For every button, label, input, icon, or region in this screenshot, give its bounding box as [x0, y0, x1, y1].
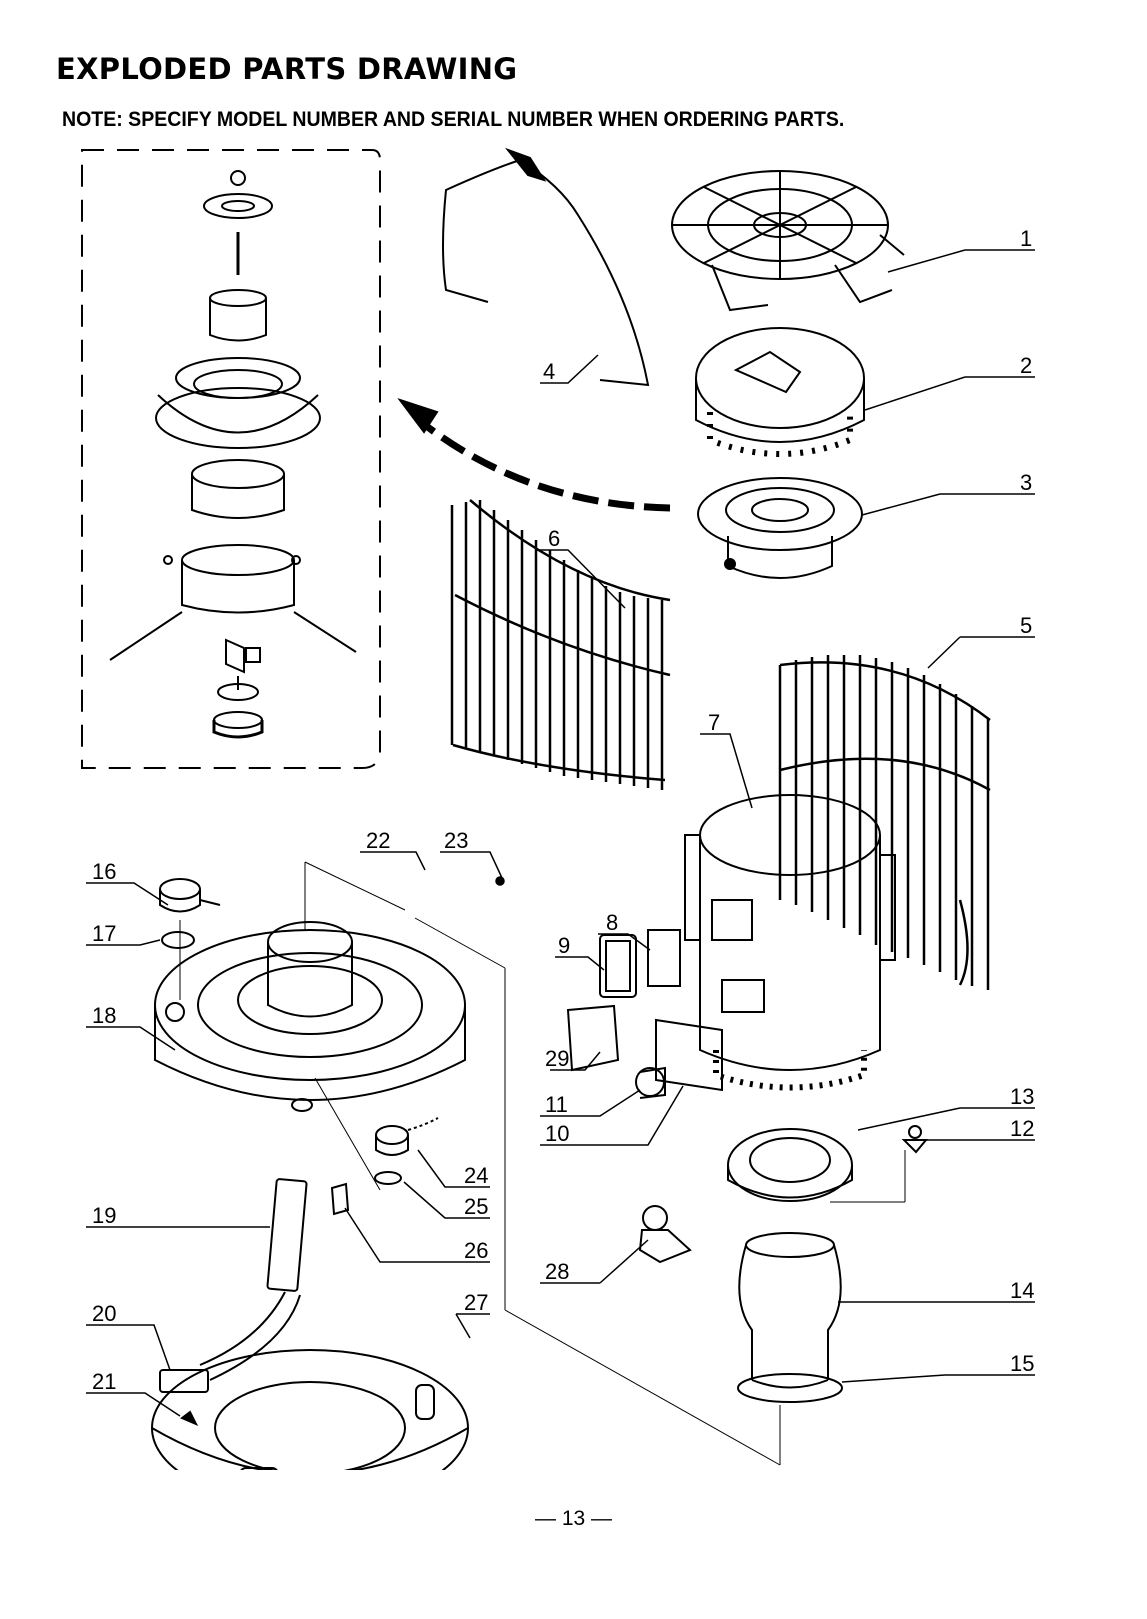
- callout-23: 23: [444, 828, 468, 853]
- callout-22: 22: [366, 828, 390, 853]
- callout-29: 29: [545, 1046, 569, 1071]
- igniter: [640, 1206, 690, 1262]
- cabinet-shell: [685, 795, 895, 1088]
- callout-3: 3: [1020, 470, 1032, 495]
- gauge-gasket: [375, 1172, 401, 1184]
- glass-chimney: [739, 1233, 840, 1388]
- page-number: — 13 —: [0, 1507, 1147, 1531]
- callout-8: 8: [606, 910, 618, 935]
- callout-9: 9: [558, 933, 570, 958]
- fuel-tank: [155, 922, 465, 1111]
- callout-21: 21: [92, 1369, 116, 1394]
- callout-10: 10: [545, 1121, 569, 1146]
- callout-14: 14: [1010, 1278, 1034, 1303]
- top-guard: [672, 171, 904, 310]
- callout-16: 16: [92, 859, 116, 884]
- mica-window: [648, 930, 680, 986]
- exploded-parts-drawing: 1 2 3 4 5 6 7 8 9 10 11 12 13 14 15 16 1…: [0, 140, 1147, 1470]
- callout-26: 26: [464, 1238, 488, 1263]
- callout-27: 27: [464, 1290, 488, 1315]
- base-pan: [152, 1350, 468, 1470]
- callout-28: 28: [545, 1259, 569, 1284]
- callout-18: 18: [92, 1003, 116, 1028]
- callout-17: 17: [92, 921, 116, 946]
- page-title: EXPLODED PARTS DRAWING: [56, 52, 517, 86]
- callout-19: 19: [92, 1203, 116, 1228]
- ordering-note: NOTE: SPECIFY MODEL NUMBER AND SERIAL NU…: [62, 108, 844, 132]
- callout-24: 24: [464, 1163, 488, 1188]
- callout-7: 7: [708, 710, 720, 735]
- detail-arrow: [400, 400, 670, 508]
- control-knob: [636, 1068, 665, 1098]
- callout-4: 4: [543, 359, 555, 384]
- callout-12: 12: [1010, 1116, 1034, 1141]
- carry-handle: [443, 150, 648, 385]
- top-plate: [696, 328, 864, 454]
- cap-gasket: [162, 932, 194, 948]
- window-frame: [600, 935, 636, 997]
- callout-20: 20: [92, 1301, 116, 1326]
- fuel-gauge-cap: [376, 1118, 438, 1155]
- fuel-cap: [160, 879, 220, 912]
- burner-detail-inset: [82, 150, 380, 768]
- callout-6: 6: [548, 526, 560, 551]
- flame-spreader: [698, 478, 862, 578]
- outer-guard-cage: [780, 655, 990, 990]
- callout-2: 2: [1020, 353, 1032, 378]
- burner-plate: [728, 1129, 852, 1201]
- callout-11: 11: [545, 1092, 568, 1117]
- callout-25: 25: [464, 1194, 488, 1219]
- callout-15: 15: [1010, 1351, 1034, 1376]
- drain-plug: [182, 1412, 196, 1424]
- inner-guard-cage: [452, 500, 670, 790]
- callout-5: 5: [1020, 613, 1032, 638]
- igniter-clip: [904, 1126, 926, 1152]
- callout-1: 1: [1020, 226, 1032, 251]
- callout-13: 13: [1010, 1084, 1034, 1109]
